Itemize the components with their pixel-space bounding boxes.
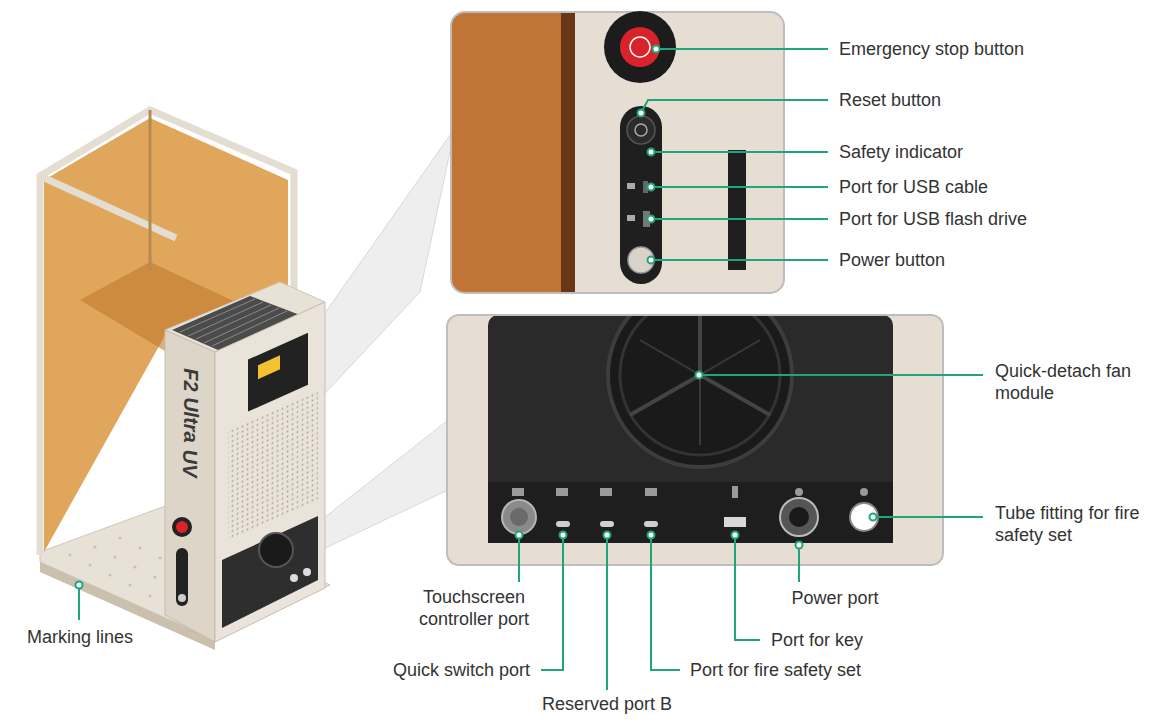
callout-label: Emergency stop button	[839, 38, 1024, 60]
callout-label: Quick-detach fan module	[995, 360, 1163, 404]
callout-label: Touchscreen controller port	[404, 586, 544, 630]
fan	[259, 533, 293, 567]
callout-label: Reset button	[839, 89, 941, 111]
warning-sticker	[258, 355, 280, 379]
tower-front	[165, 330, 215, 642]
enclosure-frame	[149, 110, 152, 270]
control-strip-mini	[176, 548, 188, 606]
plate-holes	[69, 537, 162, 598]
perforation	[228, 390, 318, 540]
estop-mini	[176, 521, 188, 533]
port-dot	[303, 568, 311, 576]
port-dot	[290, 574, 298, 582]
callout-label: Marking lines	[27, 626, 133, 648]
callout-label: Port for USB flash drive	[839, 208, 1027, 230]
brand-text: F2 Ultra	[179, 368, 202, 442]
callout-label: Safety indicator	[839, 141, 963, 163]
callout-label: Tube fitting for fire safety set	[995, 502, 1145, 546]
brand-text: UV	[178, 449, 201, 477]
callout-label: Port for fire safety set	[690, 659, 861, 681]
rear-panel	[222, 516, 318, 628]
estop-mini	[172, 517, 192, 537]
callout-label: Power port	[791, 587, 878, 609]
enclosure-frame	[40, 176, 176, 238]
callout-label: Power button	[839, 249, 945, 271]
bottom-zoom-panel	[447, 283, 943, 565]
leader-dots	[76, 46, 877, 589]
callout-label: Port for key	[771, 629, 863, 651]
callout-label: Reserved port B	[542, 693, 672, 715]
tower-side	[215, 302, 325, 642]
leader-lines	[79, 49, 983, 690]
callout-label: Quick switch port	[393, 659, 530, 681]
power-mini	[178, 594, 186, 602]
callout-label: Port for USB cable	[839, 176, 988, 198]
